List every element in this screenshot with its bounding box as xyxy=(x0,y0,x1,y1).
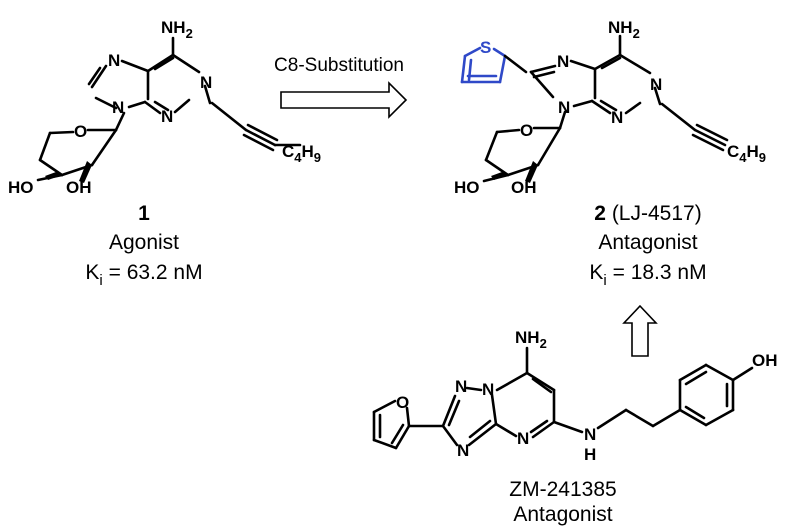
zm-241385-caption: ZM-241385 Antagonist xyxy=(509,478,616,526)
c2-nh2-label: NH2 xyxy=(608,18,640,41)
c1-butyl-label: C4H9 xyxy=(282,142,321,165)
zm-triazole-n3: N xyxy=(457,441,469,460)
reaction-arrow xyxy=(280,81,408,119)
c2-oh-label: OH xyxy=(511,178,537,197)
c2-activity: Antagonist xyxy=(598,231,697,254)
c1-n9: N xyxy=(112,98,124,117)
derivation-arrow xyxy=(622,304,658,357)
zm-241385-structure xyxy=(372,346,754,450)
c1-activity: Agonist xyxy=(109,231,179,254)
c1-ki: Ki = 63.2 nM xyxy=(85,261,202,289)
c2-n1: N xyxy=(650,75,662,94)
compound-1-structure xyxy=(36,36,302,183)
c1-oh-label: OH xyxy=(66,178,92,197)
zm-nh-h: H xyxy=(584,445,596,464)
c1-number: 1 xyxy=(138,202,150,225)
c1-nh2-label: NH2 xyxy=(161,18,193,41)
c8-substitution-step: C8-Substitution xyxy=(274,55,408,119)
reaction-label: C8-Substitution xyxy=(274,55,404,76)
c2-n7: N xyxy=(557,52,569,71)
compound-1-caption: 1 Agonist Ki = 63.2 nM xyxy=(85,202,202,289)
compound-1-atoms: NH2 N N N N O HO OH C4H9 xyxy=(8,18,321,197)
c2-n3: N xyxy=(611,108,623,127)
zm-triazole-n1: N xyxy=(455,377,467,396)
c2-ki: Ki = 18.3 nM xyxy=(589,261,706,289)
c1-n7: N xyxy=(108,51,120,70)
zm-nh-n: N xyxy=(584,425,596,444)
compound-2-structure xyxy=(460,34,729,183)
c1-n3: N xyxy=(161,107,173,126)
zm-241385-atoms: O N N N N NH2 N H OH xyxy=(396,328,778,464)
zm-activity: Antagonist xyxy=(513,503,612,526)
zm-pyrimidine-n: N xyxy=(517,429,529,448)
c2-title: 2 (LJ-4517) xyxy=(594,202,701,225)
compound-2-caption: 2 (LJ-4517) Antagonist Ki = 18.3 nM xyxy=(589,202,706,289)
compound-2-atoms: S NH2 N N N N O HO OH C4H9 xyxy=(454,18,766,197)
zm-oh-label: OH xyxy=(752,351,778,370)
c1-ho-label: HO xyxy=(8,178,34,197)
c2-ho-label: HO xyxy=(454,178,480,197)
c2-thiophene-sulfur: S xyxy=(480,38,491,57)
zm-nh2-label: NH2 xyxy=(515,328,547,351)
c1-n1: N xyxy=(200,73,212,92)
zm-triazole-n2: N xyxy=(482,380,494,399)
zm-furan-oxygen: O xyxy=(396,393,409,412)
c2-n9: N xyxy=(558,98,570,117)
c1-ring-oxygen: O xyxy=(74,122,87,141)
c2-ring-oxygen: O xyxy=(520,121,533,140)
zm-name: ZM-241385 xyxy=(509,478,616,501)
c2-butyl-label: C4H9 xyxy=(727,142,766,165)
